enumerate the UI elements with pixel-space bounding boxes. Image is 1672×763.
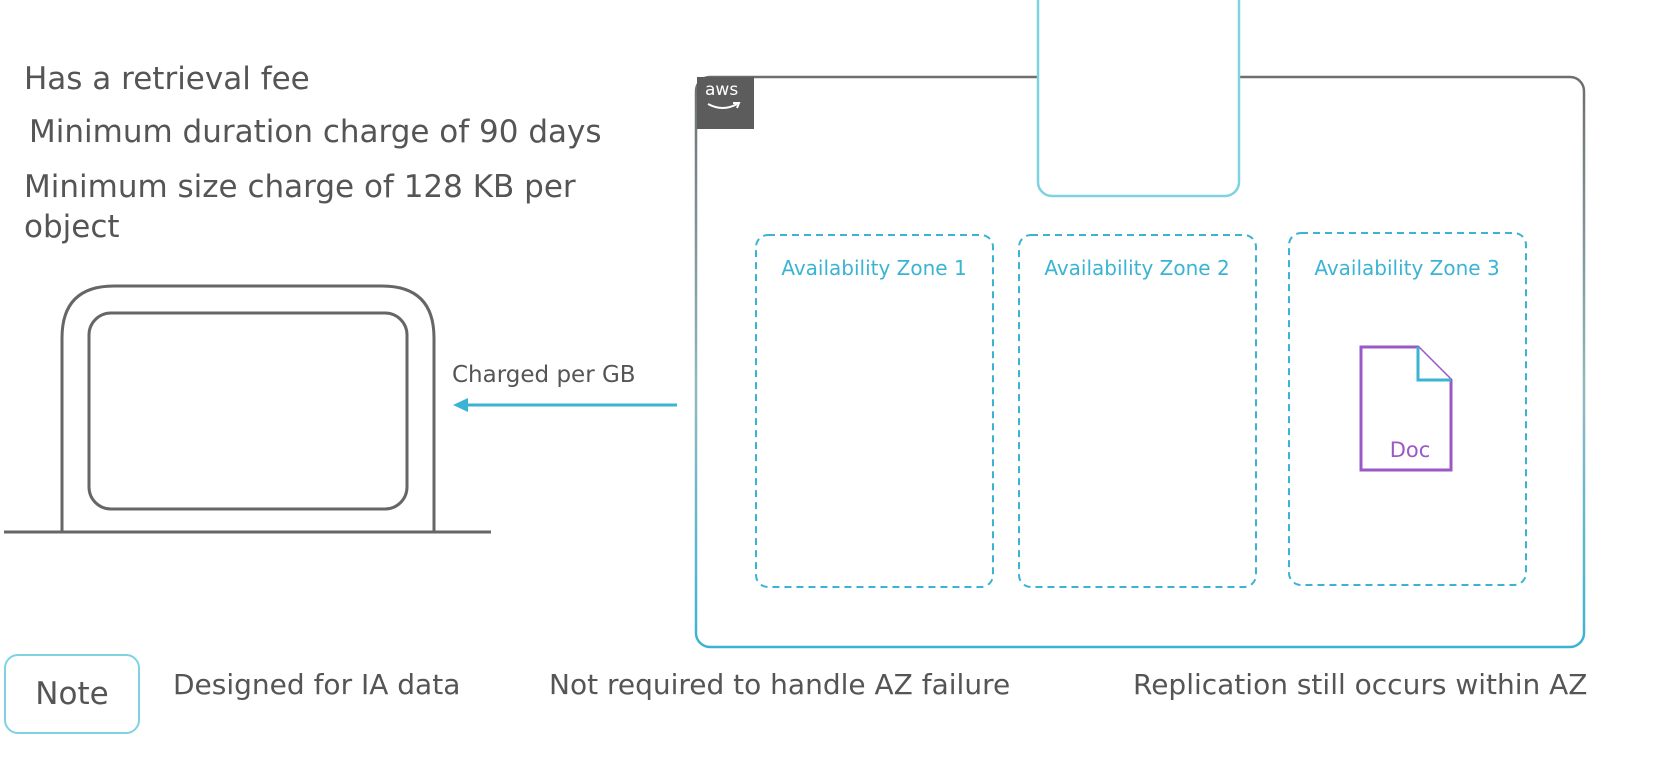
client-device-icon (4, 284, 491, 534)
bullet-minimum-duration: Minimum duration charge of 90 days (29, 114, 602, 150)
footer-designed-for-ia: Designed for IA data (173, 668, 461, 701)
availability-zone-3-box (1288, 232, 1527, 586)
availability-zone-1-label: Availability Zone 1 (781, 256, 967, 280)
aws-logo-text: aws (705, 80, 739, 100)
bullet-minimum-size: Minimum size charge of 128 KB per object (24, 169, 576, 245)
availability-zone-3-label: Availability Zone 3 (1314, 256, 1500, 280)
service-tab-box (1036, 0, 1241, 198)
arrow-left-icon (453, 398, 677, 412)
availability-zone-1-box (755, 234, 994, 588)
aws-smile-icon (707, 102, 741, 109)
availability-zone-2-label: Availability Zone 2 (1044, 256, 1230, 280)
note-badge: Note (4, 654, 140, 734)
document-label: Doc (1389, 438, 1431, 462)
footer-az-failure: Not required to handle AZ failure (549, 668, 1011, 701)
footer-replication: Replication still occurs within AZ (1133, 668, 1588, 701)
document-icon (1359, 345, 1453, 472)
availability-zone-2-box (1018, 234, 1257, 588)
aws-logo-icon: aws (697, 77, 754, 129)
note-label: Note (35, 676, 109, 712)
charged-per-gb-label: Charged per GB (452, 362, 636, 388)
bullet-retrieval-fee: Has a retrieval fee (24, 61, 310, 97)
